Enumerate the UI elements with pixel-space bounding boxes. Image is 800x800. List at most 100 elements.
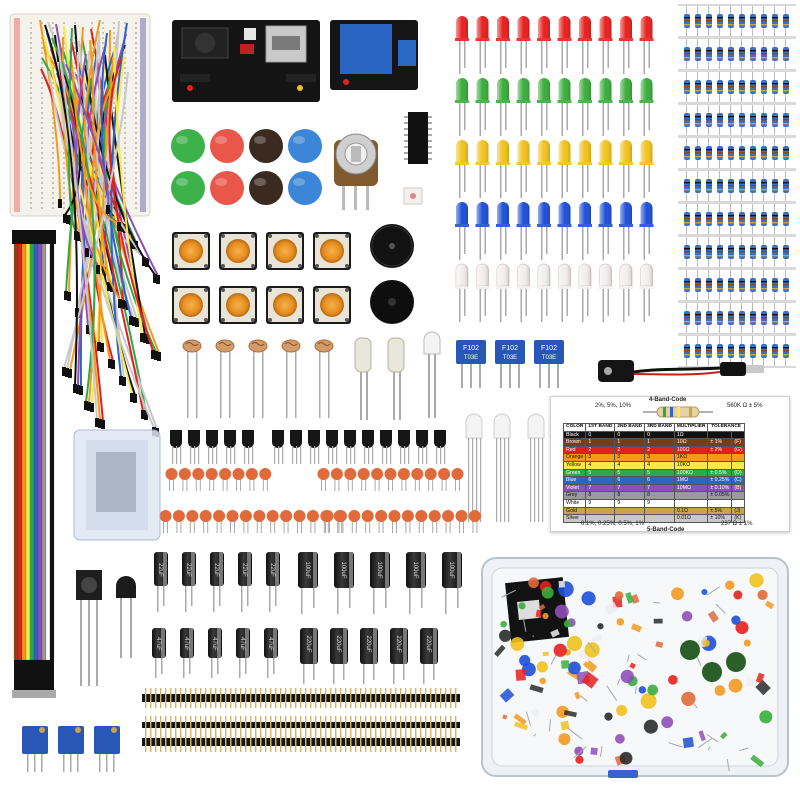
jumper-wire [72, 76, 120, 224]
jumper-wire [65, 63, 110, 207]
box-part [682, 736, 695, 749]
box-part [728, 678, 743, 693]
box-part [530, 707, 541, 718]
header-color: COLOR [562, 423, 587, 432]
color-code-cell-b3: 3 [644, 453, 675, 462]
transistor [326, 430, 338, 448]
color-code-cell-name: Orange [562, 453, 587, 462]
color-code-cell-b2: 5 [614, 468, 646, 478]
capacitor-label: 220uF [365, 635, 371, 652]
jumper-wire [91, 69, 121, 361]
trimmer-label: F102 [541, 345, 557, 352]
color-code-cell-code [731, 498, 745, 508]
rgb-leds [465, 413, 545, 522]
capacitor-label: 47uF [239, 637, 245, 651]
button-cap [249, 171, 283, 205]
color-code-cell-b1: 6 [585, 476, 616, 485]
box-part [620, 669, 634, 684]
box-part [640, 693, 657, 709]
capacitor-label: 47uF [267, 637, 273, 651]
multiturn-trimpot [94, 726, 120, 754]
box-lead [634, 686, 637, 694]
ribbon-wire [29, 239, 35, 661]
ceramic-capacitor [245, 468, 258, 480]
thermistor [116, 576, 136, 658]
box-part [616, 704, 628, 716]
color-code-cell-code: (G) [731, 445, 745, 455]
multiturn-trimpot [58, 726, 84, 754]
capacitor-label: 100uF [412, 561, 418, 578]
box-part [499, 629, 512, 642]
jumper-wire [100, 32, 132, 318]
box-part [643, 719, 658, 734]
box-part [597, 623, 604, 630]
ceramic-capacitor [226, 510, 239, 522]
transistor [380, 430, 392, 448]
button-cap [288, 129, 322, 163]
ceramic-capacitor [321, 510, 334, 522]
jumper-wire [58, 50, 98, 420]
box-part [519, 654, 531, 667]
box-part [603, 601, 619, 615]
color-code-cell-code [731, 491, 745, 500]
ceramic-capacitor [428, 510, 441, 522]
jumper-wire [76, 30, 101, 310]
color-code-cell-b3: 5 [644, 468, 675, 478]
ribbon-wire [21, 239, 27, 661]
ic-chip [404, 112, 432, 164]
ceramic-capacitor [357, 468, 370, 480]
box-part [574, 746, 584, 756]
color-code-cell-b1: 9 [585, 498, 616, 508]
box-part [759, 710, 773, 724]
color-code-cell-tol: ± 2% [707, 445, 733, 455]
transistor [290, 430, 302, 448]
color-code-cell-name: Black [562, 430, 587, 440]
led-grid [455, 16, 654, 322]
box-lead [573, 746, 587, 759]
box-assorted-parts [494, 573, 775, 772]
tactile-button-caps [171, 129, 322, 205]
band4-title: 4-Band-Code [649, 397, 687, 403]
capacitor-label: 220uF [395, 635, 401, 652]
box-part [582, 658, 598, 673]
active-buzzer [370, 224, 414, 268]
ceramic-capacitor [415, 510, 428, 522]
button-cap [249, 129, 283, 163]
ceramic-capacitors [159, 468, 481, 533]
color-code-cell-mult: 100Ω [673, 445, 709, 455]
box-part [560, 720, 570, 731]
jumper-wire [57, 61, 155, 429]
box-part [536, 661, 548, 673]
box-part [500, 620, 507, 628]
ceramic-capacitor [468, 510, 481, 522]
color-code-cell-mult: 0.01Ω [673, 514, 709, 523]
box-part [541, 586, 554, 599]
button-cap [171, 171, 205, 205]
color-code-cell-b3 [644, 506, 675, 516]
box-part [528, 577, 539, 589]
ceramic-capacitor [344, 468, 357, 480]
box-part [743, 639, 751, 647]
trimmer [495, 340, 525, 364]
small-parts-box [73, 429, 161, 541]
color-code-cell-mult: 100KΩ [673, 468, 709, 478]
box-lead [627, 654, 630, 662]
example5-label: 237 Ω ± 1% [721, 521, 753, 527]
color-code-cell-tol: ± 5% [707, 506, 733, 516]
box-part [554, 604, 569, 619]
color-code-cell-b1: 1 [585, 438, 616, 447]
color-code-cell-b3: 8 [644, 491, 675, 500]
box-lead [668, 742, 683, 748]
box-part [515, 669, 526, 681]
band5-title: 5-Band-Code [647, 527, 685, 533]
capacitor-label: 220uF [305, 635, 311, 652]
box-lead [600, 745, 603, 758]
color-code-cell-code: (K) [731, 514, 745, 523]
button-cap [210, 171, 244, 205]
box-part [614, 591, 624, 600]
